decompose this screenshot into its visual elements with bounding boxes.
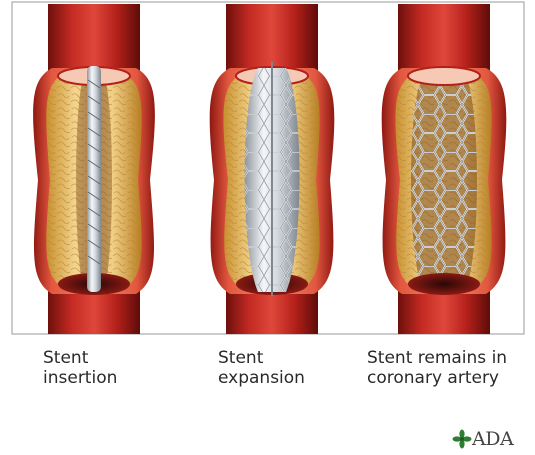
panel-stent-expansion: [210, 4, 335, 334]
panel-stent-remains: [382, 4, 507, 334]
flower-icon: [452, 429, 472, 449]
ada-logo: ADA: [452, 426, 513, 452]
logo-text: ADA: [472, 428, 513, 450]
stent-procedure-illustration: [0, 0, 535, 340]
caption-stent-remains: Stent remains in coronary artery: [367, 348, 507, 388]
caption-stent-expansion: Stent expansion: [218, 348, 305, 388]
caption-stent-insertion: Stent insertion: [43, 348, 117, 388]
caption-line: Stent: [218, 348, 305, 368]
deployed-stent-mesh: [411, 82, 477, 282]
caption-line: Stent: [43, 348, 117, 368]
caption-line: Stent remains in: [367, 348, 507, 368]
caption-line: coronary artery: [367, 368, 507, 388]
bottom-opening: [408, 273, 480, 295]
caption-line: expansion: [218, 368, 305, 388]
top-cut-edge: [408, 67, 480, 85]
caption-line: insertion: [43, 368, 117, 388]
panel-stent-insertion: [33, 4, 155, 334]
